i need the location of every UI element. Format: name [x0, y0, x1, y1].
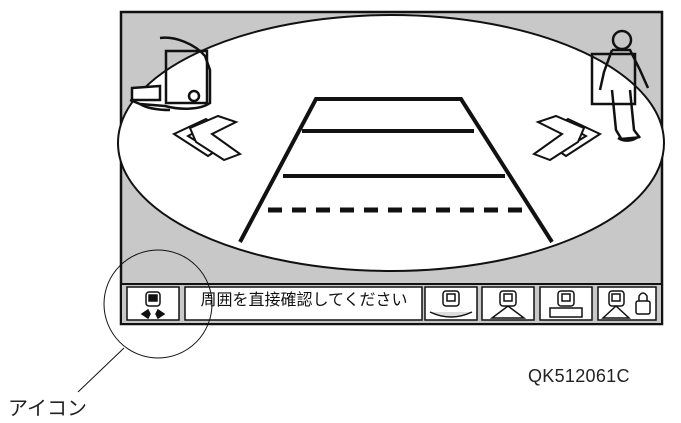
left-detection-box	[164, 49, 209, 105]
right-chevron-icon	[531, 114, 603, 162]
figure-code: QK512061C	[528, 366, 630, 386]
top-view-icon[interactable]	[489, 290, 527, 319]
callout-leader-line	[77, 347, 125, 393]
icon-callout-circle	[103, 249, 213, 359]
left-chevron-icon	[171, 114, 243, 162]
parking-guide-lines	[238, 97, 554, 244]
side-view-icon[interactable]	[549, 290, 583, 318]
caution-icon	[140, 291, 166, 320]
monitor-screen	[117, 10, 665, 326]
front-view-icon[interactable]	[429, 290, 473, 318]
icon-callout-label: アイコン	[8, 396, 87, 420]
view-lock-icon[interactable]	[601, 290, 651, 319]
status-message: 周囲を直接確認してください	[200, 290, 408, 309]
right-detection-box	[590, 52, 637, 106]
left-object-car	[129, 36, 212, 112]
